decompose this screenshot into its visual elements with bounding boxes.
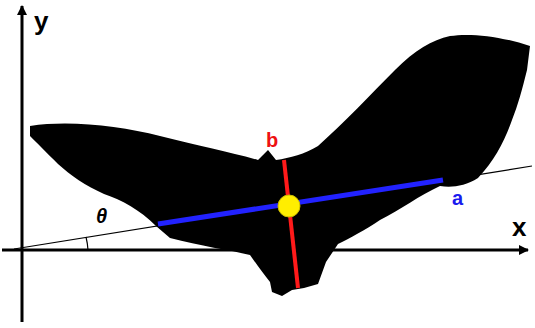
axis-label: y xyxy=(34,8,48,34)
major-axis xyxy=(158,180,443,224)
axis-label: a xyxy=(452,188,463,208)
orientation-line xyxy=(14,166,532,249)
axis-label: b xyxy=(266,130,278,150)
axis-label: x xyxy=(512,214,526,240)
angle-label: θ xyxy=(96,206,107,226)
y-axis xyxy=(21,6,24,322)
minor-axis xyxy=(284,160,298,288)
angle-arc xyxy=(86,237,88,250)
centroid xyxy=(278,195,300,217)
bat-silhouette xyxy=(30,35,530,296)
